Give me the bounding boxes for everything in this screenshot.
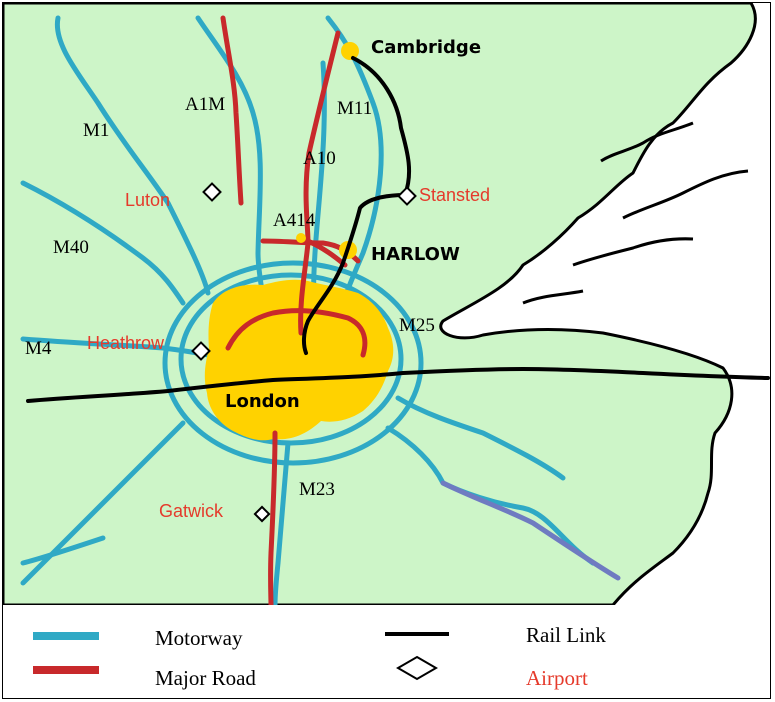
legend-motorway-label: Motorway (155, 626, 243, 650)
gatwick-airport-icon (253, 505, 271, 523)
major-road-swatch (33, 666, 99, 674)
heathrow-airport-icon (191, 341, 211, 361)
london-label: London (225, 391, 300, 412)
estuary-road (440, 480, 621, 581)
map-legend: Motorway Major Road Rail Link Airport (3, 605, 770, 698)
m11-label: M11 (337, 98, 373, 119)
m25-ring-inner (178, 272, 404, 446)
motorway-swatch (33, 632, 99, 640)
inner-ring-road (225, 308, 368, 358)
m1-label: M1 (83, 120, 110, 141)
map-area: Cambridge HARLOW London A1M M1 M11 A10 A… (3, 3, 770, 605)
coastline-detail (622, 169, 749, 220)
a10-road (298, 30, 341, 336)
stansted-airport-icon (397, 186, 417, 206)
harlow-label: HARLOW (371, 244, 460, 265)
legend-major-road-label: Major Road (155, 666, 256, 690)
legend-rail-link-label: Rail Link (526, 623, 606, 647)
land-mass (3, 3, 757, 605)
m26-motorway (395, 395, 566, 481)
cambridge-label: Cambridge (371, 37, 482, 58)
gatwick-label: Gatwick (159, 501, 224, 521)
luton-label: Luton (125, 190, 171, 210)
m40-label: M40 (53, 237, 89, 258)
coastline-detail (572, 237, 694, 267)
legend-airport-label: Airport (526, 666, 588, 690)
m3-motorway (20, 420, 186, 586)
heathrow-label: Heathrow (87, 333, 165, 353)
luton-airport-icon (202, 182, 222, 202)
a414-label: A414 (273, 210, 316, 231)
a23-road (268, 430, 278, 605)
coastline-detail (600, 121, 694, 163)
a1-road (220, 15, 244, 206)
cambridge-dot (341, 42, 359, 60)
thames-rail-link (26, 367, 770, 403)
stansted-label: Stansted (419, 185, 491, 205)
m25-ring (162, 260, 424, 466)
a10-label: A10 (303, 148, 336, 169)
rail-link-swatch (385, 632, 449, 636)
a1m-label: A1M (185, 94, 226, 115)
m4-label: M4 (25, 338, 52, 359)
m25-label: M25 (399, 315, 435, 336)
map-canvas (3, 3, 770, 605)
a414-junction-dot (296, 233, 306, 243)
coastline-detail (522, 289, 584, 305)
west-spur-motorway (20, 535, 106, 566)
stansted-rail-link (301, 56, 412, 355)
m23-motorway (272, 440, 291, 605)
m40-motorway (20, 180, 186, 306)
diamond-icon (396, 655, 438, 681)
m1-motorway (54, 15, 211, 296)
m23-label: M23 (299, 479, 335, 500)
